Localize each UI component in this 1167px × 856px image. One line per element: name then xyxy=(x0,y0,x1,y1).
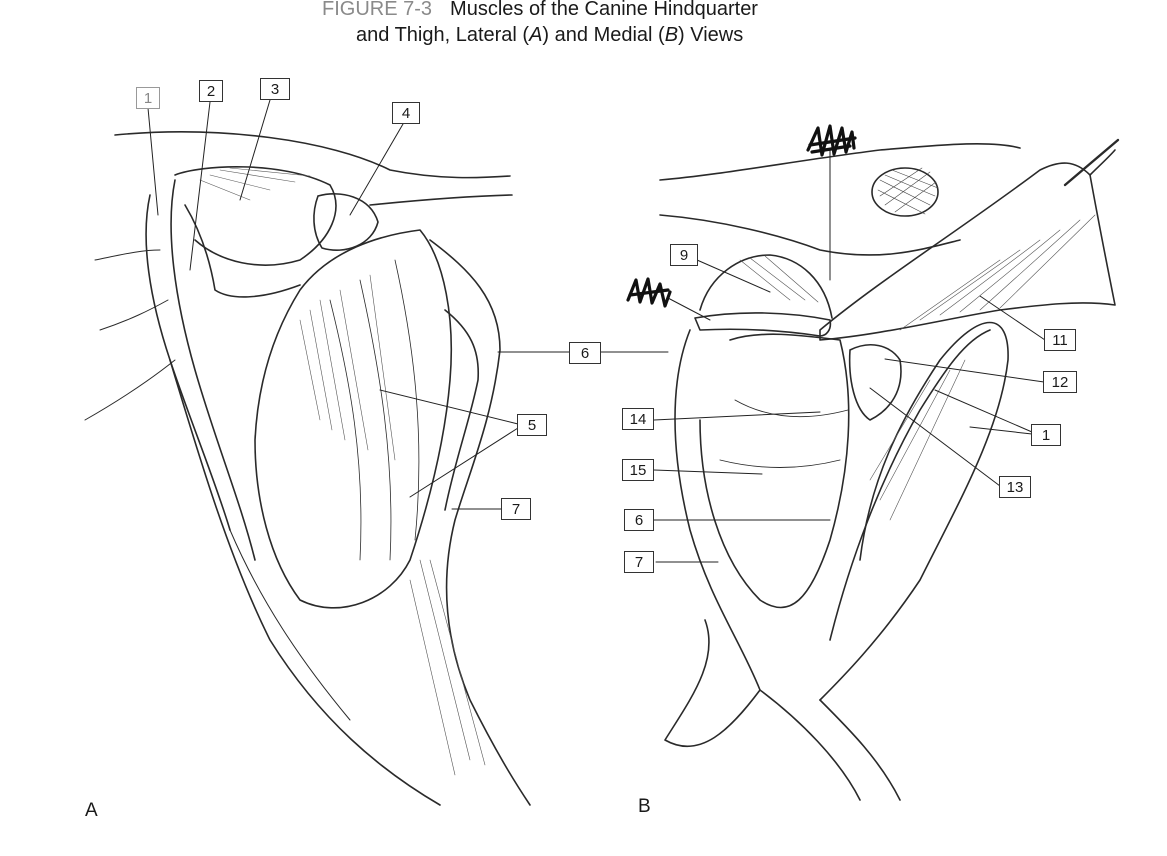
callout-label-12: 12 xyxy=(1043,371,1077,393)
view-label-a: A xyxy=(85,800,98,821)
callout-label-1-medial: 1 xyxy=(1031,424,1061,446)
callout-label-4: 4 xyxy=(392,102,420,124)
medial-view-drawing xyxy=(659,138,1120,801)
title-text-2c: ) Views xyxy=(678,24,744,46)
lateral-view-drawing xyxy=(84,131,531,806)
redaction-scribbles xyxy=(626,124,857,308)
title-text-2b: ) and Medial ( xyxy=(542,24,665,46)
callout-label-7-lateral: 7 xyxy=(501,498,531,520)
title-view-b-ref: B xyxy=(664,24,679,46)
title-text-2a: and Thigh, Lateral ( xyxy=(356,24,530,46)
callout-label-13: 13 xyxy=(999,476,1031,498)
callout-label-2: 2 xyxy=(199,80,223,102)
figure-number: FIGURE 7-3 xyxy=(322,0,433,20)
callout-label-5: 5 xyxy=(517,414,547,436)
figure-title: FIGURE 7-3 Muscles of the Canine Hindquar… xyxy=(0,0,1167,56)
title-text-1: Muscles of the Canine Hindquarter xyxy=(450,0,758,20)
callout-label-11: 11 xyxy=(1044,329,1076,351)
callout-label-3: 3 xyxy=(260,78,290,100)
callout-label-6-medial: 6 xyxy=(624,509,654,531)
title-line-1: FIGURE 7-3 Muscles of the Canine Hindquar… xyxy=(322,0,758,21)
callout-label-14: 14 xyxy=(622,408,654,430)
leader-lines xyxy=(147,99,1046,563)
title-view-a-ref: A xyxy=(529,24,543,46)
callout-label-1-lateral: 1 xyxy=(136,87,160,109)
title-line-2: and Thigh, Lateral (A) and Medial (B) Vi… xyxy=(356,24,743,47)
callout-label-9: 9 xyxy=(670,244,698,266)
view-label-b: B xyxy=(638,796,651,817)
callout-label-6-shared: 6 xyxy=(569,342,601,364)
callout-label-15: 15 xyxy=(622,459,654,481)
callout-label-7-medial: 7 xyxy=(624,551,654,573)
